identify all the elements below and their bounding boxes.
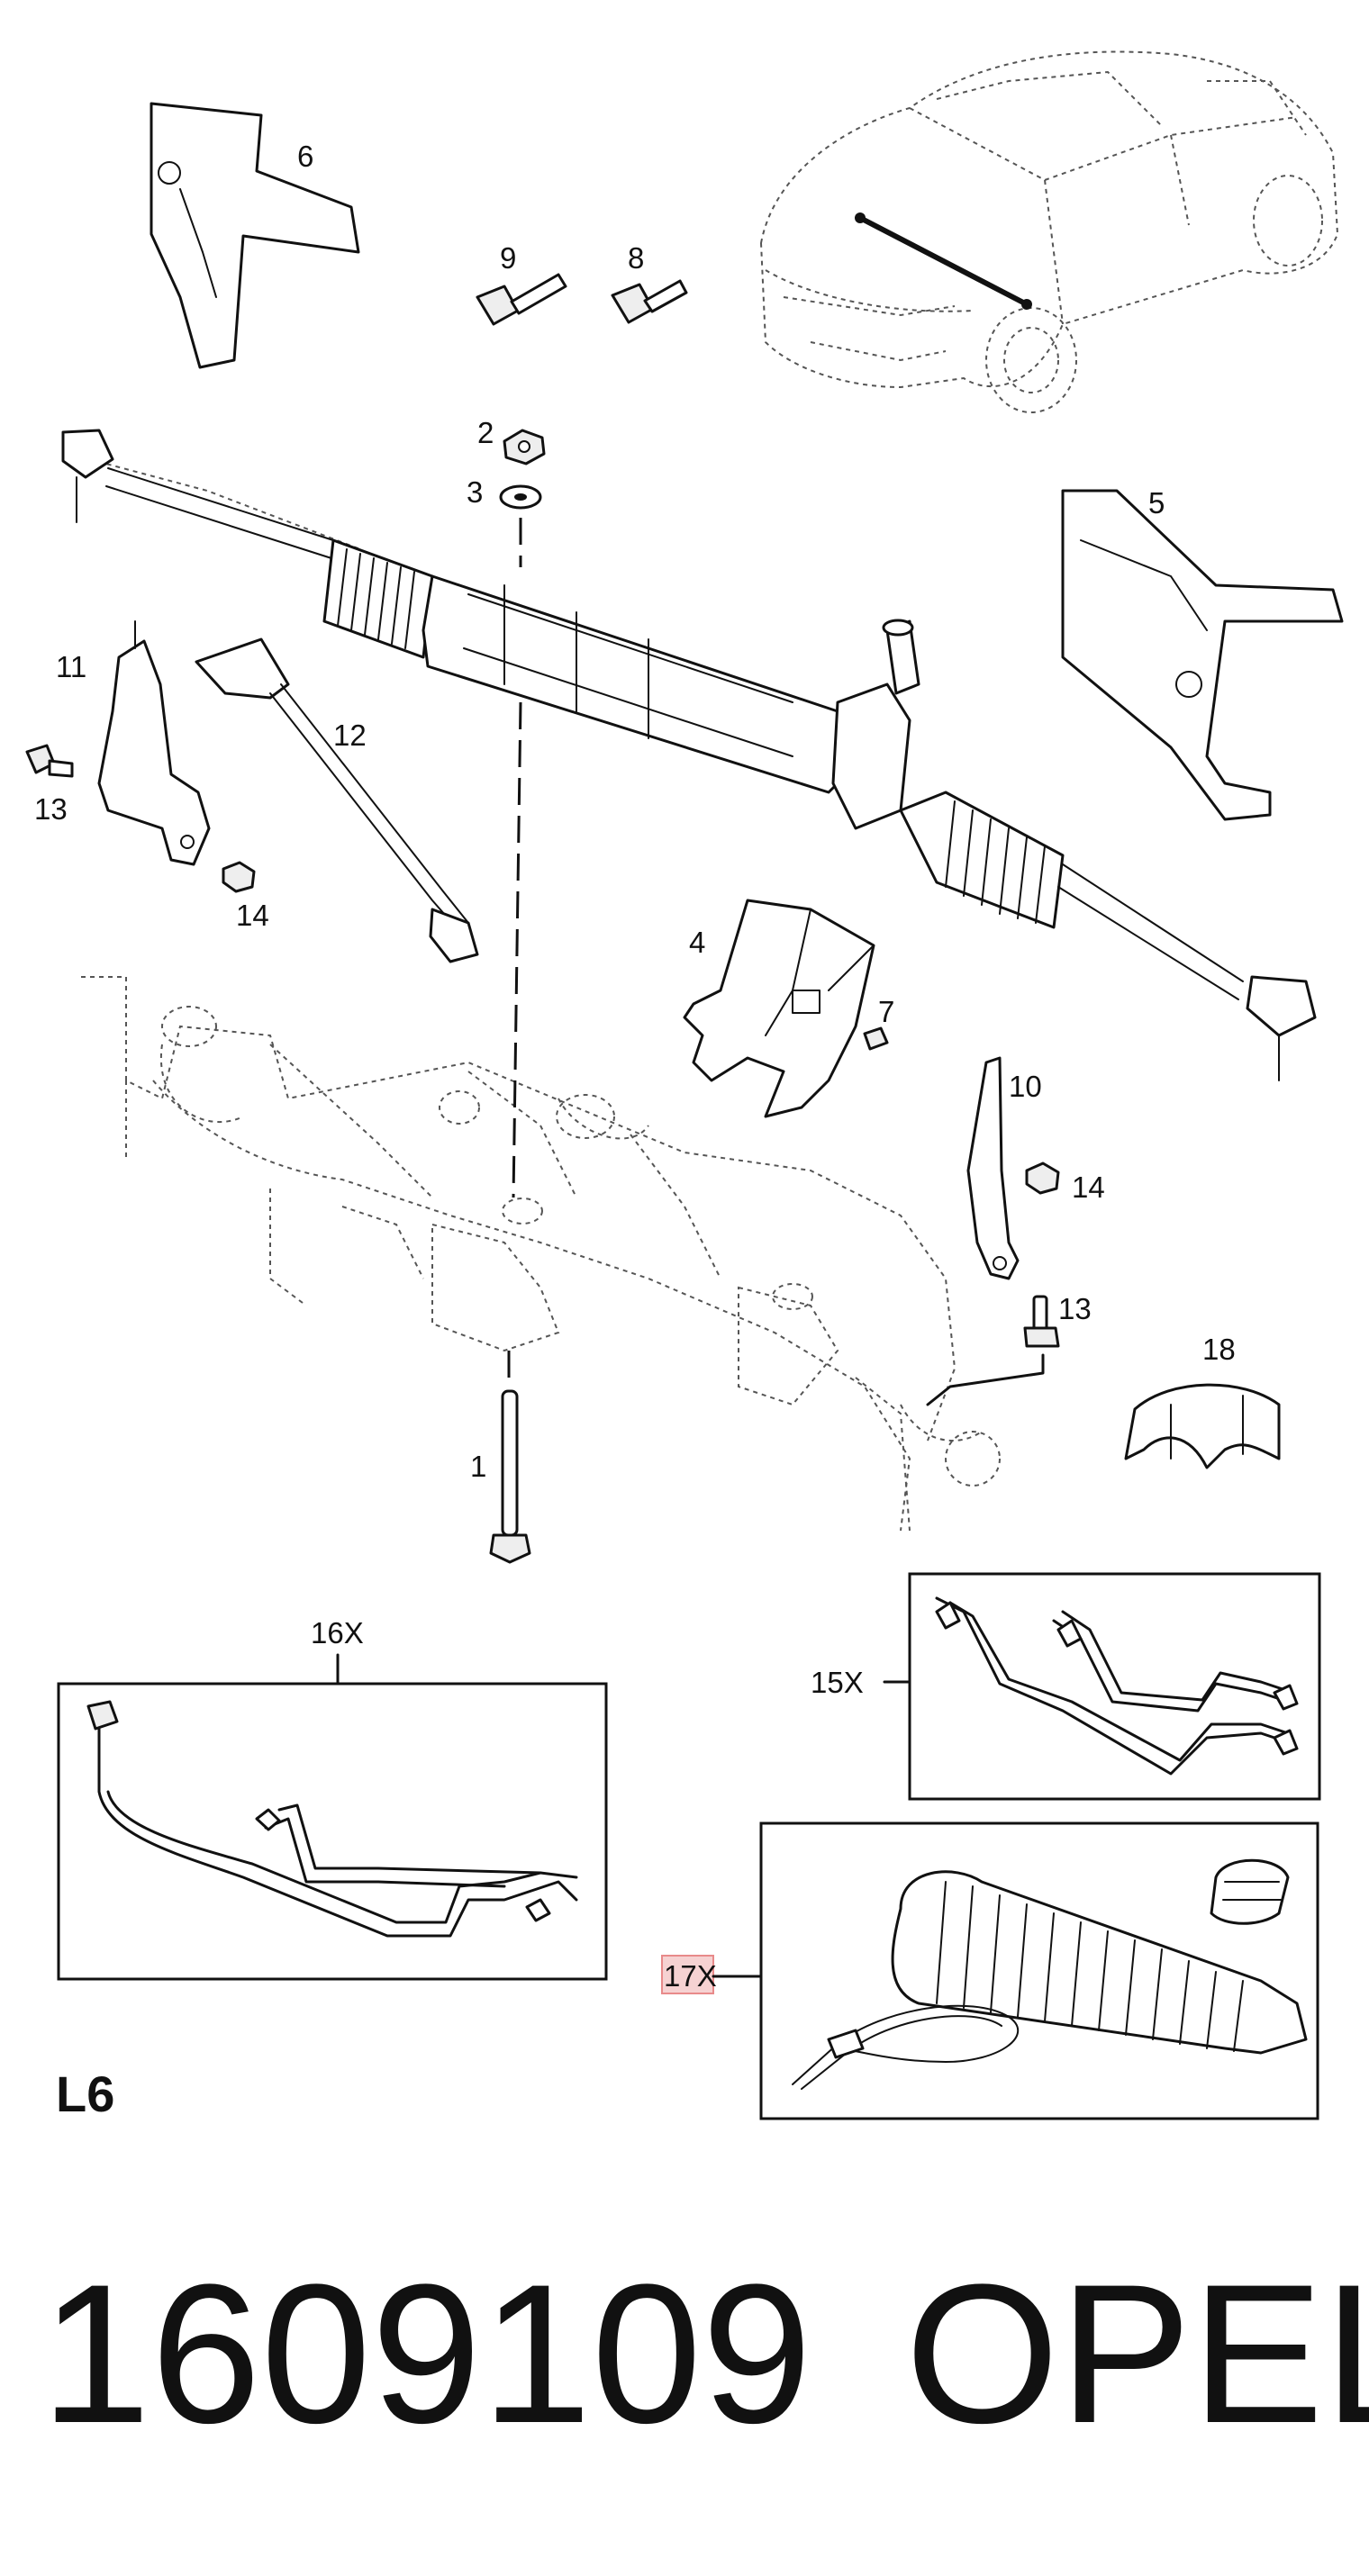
callout-5: 5 <box>1148 486 1165 520</box>
assembly-line <box>507 518 522 1378</box>
subframe <box>81 976 1001 1532</box>
kit-box-16x: 16X <box>57 1616 608 1981</box>
callout-3: 3 <box>467 475 483 509</box>
bracket-part-5 <box>1061 489 1344 821</box>
washer-part-3 <box>499 484 542 510</box>
bolt-part-13a <box>25 744 74 778</box>
callout-11: 11 <box>56 650 86 683</box>
bolt-part-9 <box>476 273 567 326</box>
bracket-part-6 <box>150 102 360 369</box>
callouts: 6 9 8 2 3 5 11 12 13 14 4 7 10 14 13 18 … <box>34 140 1236 1483</box>
strut-part-12 <box>195 637 479 963</box>
group-label: L6 <box>56 2065 114 2122</box>
callout-13b: 13 <box>1058 1292 1092 1325</box>
callout-7: 7 <box>878 995 894 1028</box>
car-illustration <box>759 50 1339 413</box>
callout-8: 8 <box>628 241 644 275</box>
callout-2: 2 <box>477 416 494 449</box>
bracket-part-10 <box>966 1056 1020 1280</box>
callout-12: 12 <box>333 719 367 752</box>
steering-rack-assembly <box>61 429 1317 1081</box>
bolt-part-8 <box>611 279 688 324</box>
callout-14b: 14 <box>1072 1170 1105 1204</box>
bolt-part-13b <box>926 1295 1060 1406</box>
callout-15x: 15X <box>811 1666 864 1699</box>
callout-4: 4 <box>689 926 705 959</box>
callout-18: 18 <box>1202 1333 1236 1366</box>
callout-13a: 13 <box>34 792 68 826</box>
callout-10: 10 <box>1009 1070 1042 1103</box>
callout-17x: 17X <box>664 1959 717 1993</box>
nut-part-14a <box>222 861 256 893</box>
bracket-part-11 <box>97 620 211 866</box>
callout-16x: 16X <box>311 1616 364 1650</box>
callout-1: 1 <box>470 1450 486 1483</box>
bolt-part-7 <box>863 1026 889 1051</box>
callout-17x-highlight <box>661 1955 714 1994</box>
callout-6: 6 <box>297 140 313 173</box>
nut-part-14b <box>1025 1161 1060 1195</box>
part-number: 1609109 <box>41 2243 811 2464</box>
callout-9: 9 <box>500 241 516 275</box>
nut-part-2 <box>503 429 546 465</box>
kit-box-15x: 15X <box>811 1572 1321 1801</box>
kit-box-17x: 17X <box>661 1821 1319 2120</box>
callout-14a: 14 <box>236 899 269 932</box>
brand-name: OPEL <box>905 2243 1369 2464</box>
module-part-4 <box>683 899 875 1118</box>
bolt-part-1 <box>489 1389 531 1564</box>
clamp-part-18 <box>1124 1383 1281 1469</box>
